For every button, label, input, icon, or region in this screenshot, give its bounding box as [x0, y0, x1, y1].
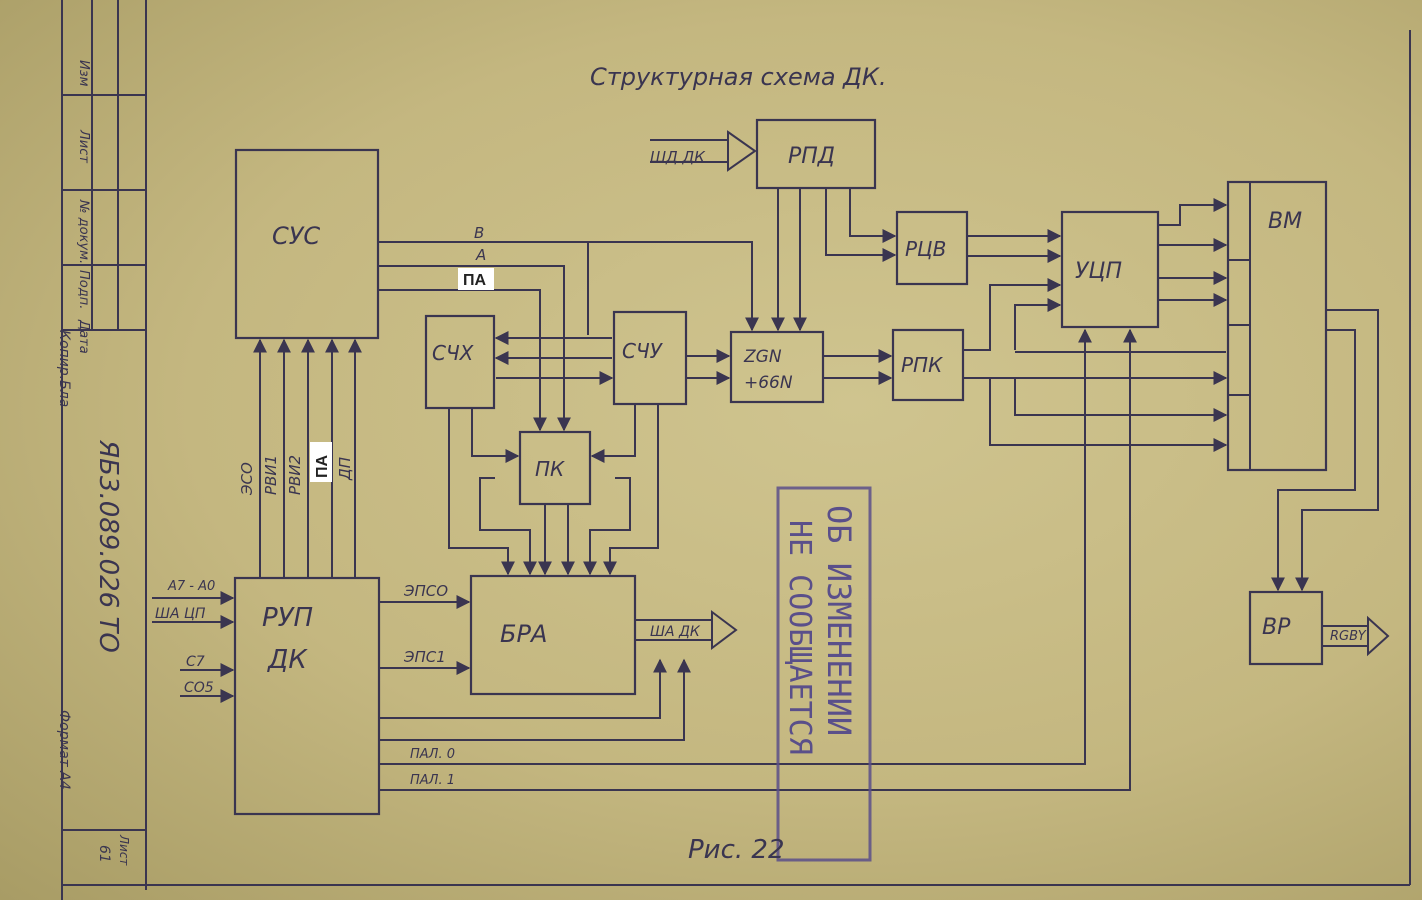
block-summator-top: ZGN	[743, 347, 782, 367]
block-summator-bottom: +66N	[744, 373, 793, 393]
block-rcv-label: РЦВ	[905, 237, 946, 261]
block-schu	[612, 310, 688, 406]
signal-epso: ЭПСО	[403, 582, 448, 600]
connections	[152, 130, 1390, 791]
signal-rgby: RGBY	[1330, 629, 1367, 644]
block-schu-label: СЧУ	[622, 339, 664, 363]
stamp-line-2: НЕ СООБЩАЕТСЯ	[782, 520, 817, 755]
diagram-title: Структурная схема ДК.	[590, 63, 887, 91]
block-vm-label: ВМ	[1268, 209, 1302, 234]
block-summator	[729, 330, 825, 404]
signal-sha-dk: ША ДК	[650, 624, 701, 640]
block-ucp	[1060, 210, 1160, 329]
figure-caption: Рис. 22	[688, 835, 784, 865]
block-schx-label: СЧХ	[432, 341, 475, 365]
signal-shd-dk: ШД ДК	[650, 148, 706, 166]
signal-co5: СО5	[184, 680, 214, 696]
block-pk	[518, 430, 592, 506]
signal-eso: ЭСО	[238, 462, 256, 496]
stamp: ОБ ИЗМЕНЕНИИ НЕ СООБЩАЕТСЯ	[776, 486, 872, 862]
signal-b: В	[474, 224, 484, 242]
col-doc: № докум.	[76, 199, 91, 264]
block-rpd	[755, 118, 877, 190]
block-ucp-label: УЦП	[1075, 259, 1122, 284]
block-sus-label: СУС	[272, 222, 320, 250]
signal-rvi1: РВИ1	[262, 455, 280, 495]
signal-pa-top: ПА	[463, 272, 487, 289]
block-schx	[424, 314, 496, 410]
block-rup-label-1: РУП	[262, 603, 313, 633]
signal-sha-cp: ША ЦП	[155, 606, 206, 622]
block-bra-label: БРА	[500, 620, 547, 648]
signal-pal0: ПАЛ. 0	[410, 747, 455, 762]
signal-pal1: ПАЛ. 1	[410, 773, 455, 788]
signal-pa-vert: ПА	[314, 455, 331, 479]
signal-eps1: ЭПС1	[403, 648, 446, 666]
signal-dp: ДП	[336, 457, 354, 481]
signal-c7: С7	[186, 654, 205, 670]
block-vr	[1248, 590, 1324, 666]
block-bra	[469, 574, 637, 696]
col-izm: Изм	[76, 60, 91, 87]
block-rup-label-2: ДК	[267, 645, 308, 675]
block-rcv	[895, 210, 969, 286]
block-pk-label: ПК	[535, 457, 565, 481]
highlight-pa-vert	[310, 442, 332, 482]
copy-label: Копир.Бла	[56, 330, 72, 407]
block-sus	[234, 148, 380, 340]
highlight-pa-top	[458, 268, 494, 290]
block-rpk-label: РПК	[901, 353, 943, 377]
stamp-line-1: ОБ ИЗМЕНЕНИИ	[820, 505, 858, 736]
frame-left-strip	[61, 0, 1411, 900]
block-rpd-label: РПД	[788, 144, 835, 169]
sheet-number: 61	[96, 845, 112, 863]
col-list: Лист	[76, 129, 91, 163]
block-rpk	[891, 328, 965, 402]
signal-addr: A7 - A0	[167, 579, 215, 594]
signal-a: А	[475, 246, 486, 264]
doc-code: ЯБ3.089.026 ТО	[93, 439, 123, 653]
col-date: Дата	[76, 319, 91, 354]
signal-rvi2: РВИ2	[286, 455, 304, 495]
block-vr-label: ВР	[1262, 615, 1291, 640]
format-label: Формат A4	[56, 710, 72, 790]
sheet-label: Лист	[117, 834, 131, 866]
col-sign: Подп.	[76, 270, 91, 309]
